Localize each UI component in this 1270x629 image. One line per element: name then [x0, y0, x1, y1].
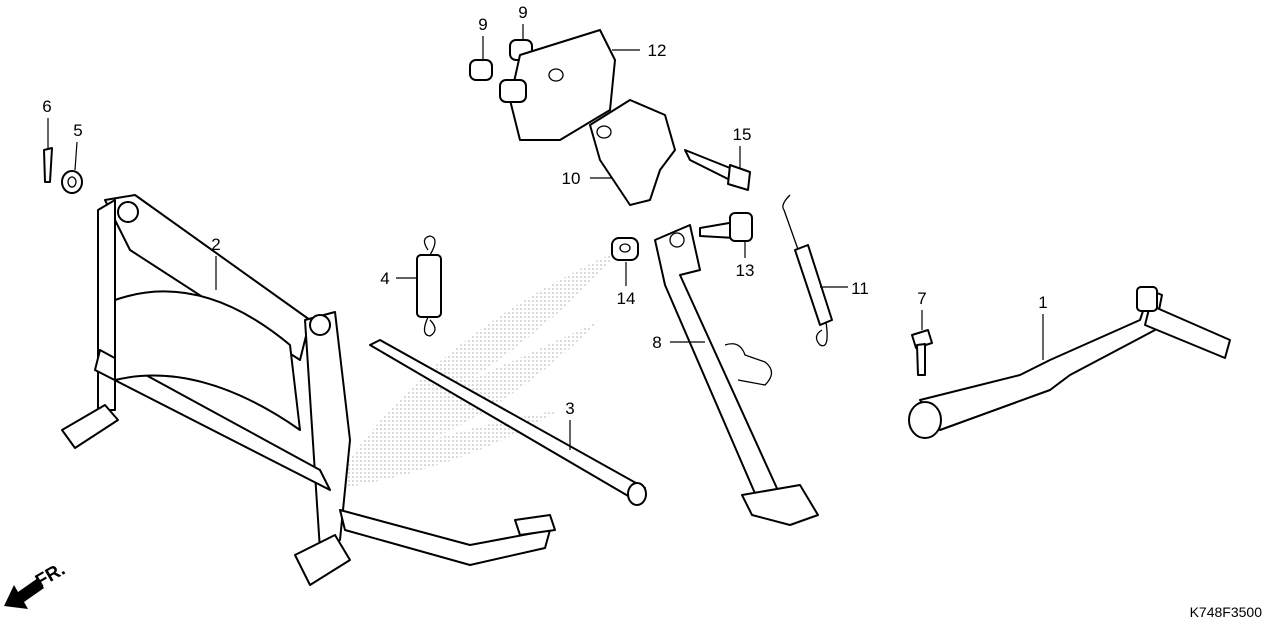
- callout-10[interactable]: 10: [562, 169, 581, 188]
- callout-5[interactable]: 5: [73, 121, 82, 140]
- callout-1[interactable]: 1: [1038, 293, 1047, 312]
- leader-lines: [47, 24, 1044, 450]
- callout-7[interactable]: 7: [917, 289, 926, 308]
- callout-4[interactable]: 4: [380, 269, 389, 288]
- kick-starter-arm[interactable]: [908, 286, 1231, 439]
- main-stand-spring[interactable]: [416, 235, 442, 337]
- front-direction-indicator: FR.: [4, 559, 69, 609]
- nut[interactable]: [611, 237, 639, 261]
- callout-3[interactable]: 3: [565, 399, 574, 418]
- callout-13[interactable]: 13: [736, 261, 755, 280]
- cotter-pin[interactable]: [43, 147, 53, 183]
- diagram-code: K748F3500: [1190, 604, 1263, 620]
- callout-2[interactable]: 2: [211, 235, 220, 254]
- bolt[interactable]: [911, 329, 933, 376]
- callout-14[interactable]: 14: [617, 289, 636, 308]
- bracket-assembly[interactable]: [469, 29, 751, 206]
- callout-12[interactable]: 12: [648, 41, 667, 60]
- side-stand-spring[interactable]: [782, 194, 833, 347]
- main-stand[interactable]: [61, 194, 556, 586]
- callout-15[interactable]: 15: [733, 125, 752, 144]
- front-arrow-icon: [4, 578, 44, 609]
- pivot-bolt[interactable]: [699, 212, 753, 242]
- washer[interactable]: [61, 170, 83, 194]
- pivot-shaft[interactable]: [369, 339, 647, 506]
- side-stand[interactable]: [654, 224, 819, 526]
- watermark-wing: [330, 250, 620, 490]
- callout-6[interactable]: 6: [42, 97, 51, 116]
- callout-8[interactable]: 8: [652, 333, 661, 352]
- callout-9b[interactable]: 9: [518, 3, 527, 22]
- callout-labels: 9 9 12 6 5 15 10 2 4 13 11 14 7 1 8 3: [42, 3, 1047, 418]
- callout-9a[interactable]: 9: [478, 15, 487, 34]
- callout-11[interactable]: 11: [851, 279, 869, 298]
